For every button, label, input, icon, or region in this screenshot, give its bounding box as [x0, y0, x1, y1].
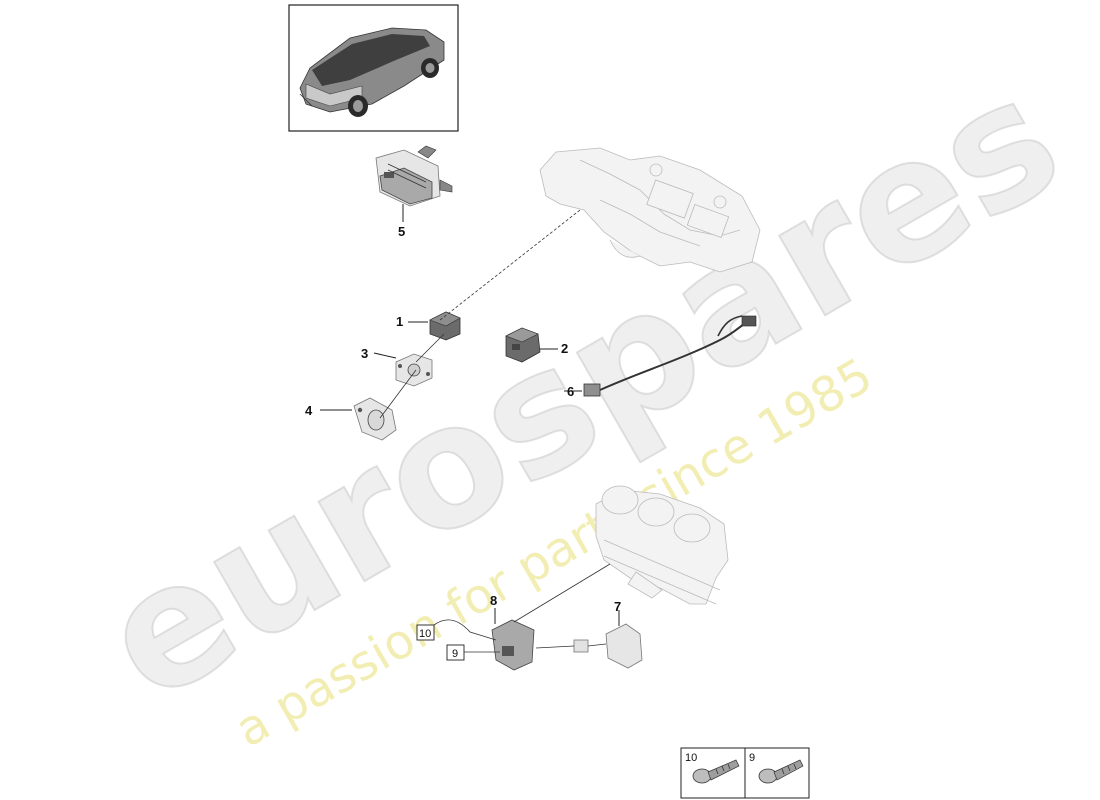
watermark-brand: eurospares [72, 39, 1090, 740]
part-6-wiring-harness [583, 315, 757, 397]
vehicle-icon [299, 27, 445, 117]
callouts: 5 1 2 3 6 4 8 7 [305, 224, 621, 614]
upper-housing-assembly [539, 147, 761, 273]
part-4-mount [353, 397, 397, 441]
boxed-reference-10: 10 [416, 619, 497, 641]
callout-2: 2 [561, 341, 568, 356]
vehicle-thumbnail [288, 4, 459, 132]
boxed-reference-9: 9 [446, 644, 500, 661]
part-3-bracket [395, 353, 433, 387]
fastener-legend: 10 9 [680, 747, 810, 799]
part-1-switch [429, 311, 461, 341]
part-2-switch [505, 327, 541, 363]
part-7-holder [535, 623, 643, 669]
bolt-10-icon [692, 759, 740, 784]
callout-6: 6 [567, 384, 574, 399]
legend-label-9: 9 [749, 752, 755, 764]
callout-3: 3 [361, 346, 368, 361]
callout-5: 5 [398, 224, 405, 239]
bolt-9-icon [758, 759, 804, 784]
boxed-number-9: 9 [452, 648, 458, 660]
callout-8: 8 [490, 593, 497, 608]
lower-bracket-assembly [595, 485, 729, 605]
callout-4: 4 [305, 403, 313, 418]
callout-1: 1 [396, 314, 403, 329]
part-8-control-module [491, 619, 535, 671]
part-5-control-unit [375, 145, 453, 207]
boxed-number-10: 10 [419, 628, 431, 640]
callout-7: 7 [614, 599, 621, 614]
legend-label-10: 10 [685, 752, 697, 764]
